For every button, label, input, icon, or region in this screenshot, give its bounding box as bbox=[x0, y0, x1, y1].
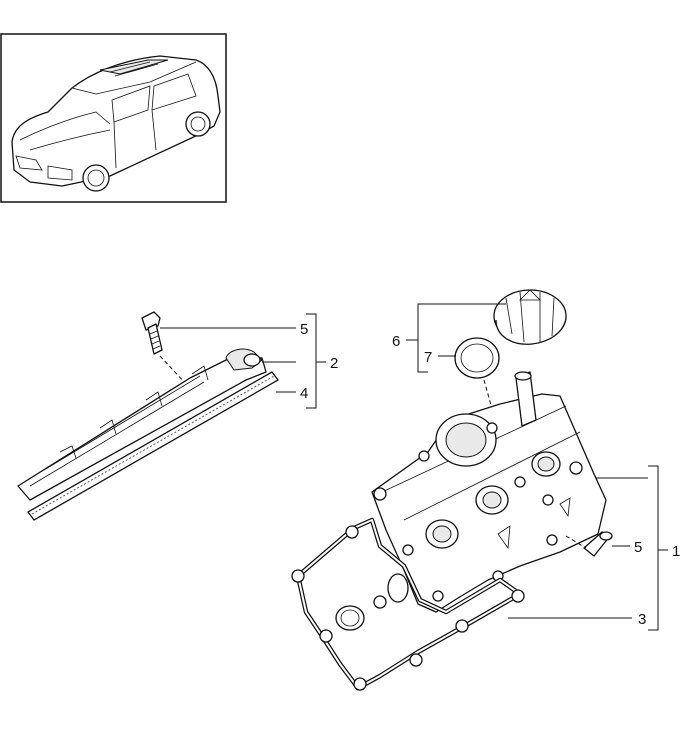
callout-cap-group: 6 bbox=[392, 333, 400, 350]
callout-cover-strip: 2 bbox=[330, 355, 338, 372]
callout-bolt-top: 5 bbox=[300, 321, 308, 338]
leader-lines bbox=[160, 303, 668, 631]
vehicle-thumbnail-icon bbox=[0, 33, 227, 203]
callout-valve-cover: 1 bbox=[672, 543, 680, 560]
seal-ring-icon bbox=[454, 337, 500, 417]
callout-labels: 5 2 4 6 7 5 1 3 bbox=[300, 321, 680, 628]
bolt-right bbox=[565, 531, 613, 557]
callout-bolt-right: 5 bbox=[634, 539, 642, 556]
gasket-icon bbox=[27, 371, 279, 521]
callout-seal-ring: 7 bbox=[424, 349, 432, 366]
callout-gasket-strip: 4 bbox=[300, 385, 308, 402]
callout-cover-gasket: 3 bbox=[638, 611, 646, 628]
valve-cover-icon bbox=[371, 371, 607, 613]
cover-strip-icon bbox=[17, 348, 267, 501]
bolt-top bbox=[141, 311, 187, 385]
cover-gasket bbox=[291, 517, 525, 691]
oil-filler-cap-icon bbox=[493, 289, 567, 345]
